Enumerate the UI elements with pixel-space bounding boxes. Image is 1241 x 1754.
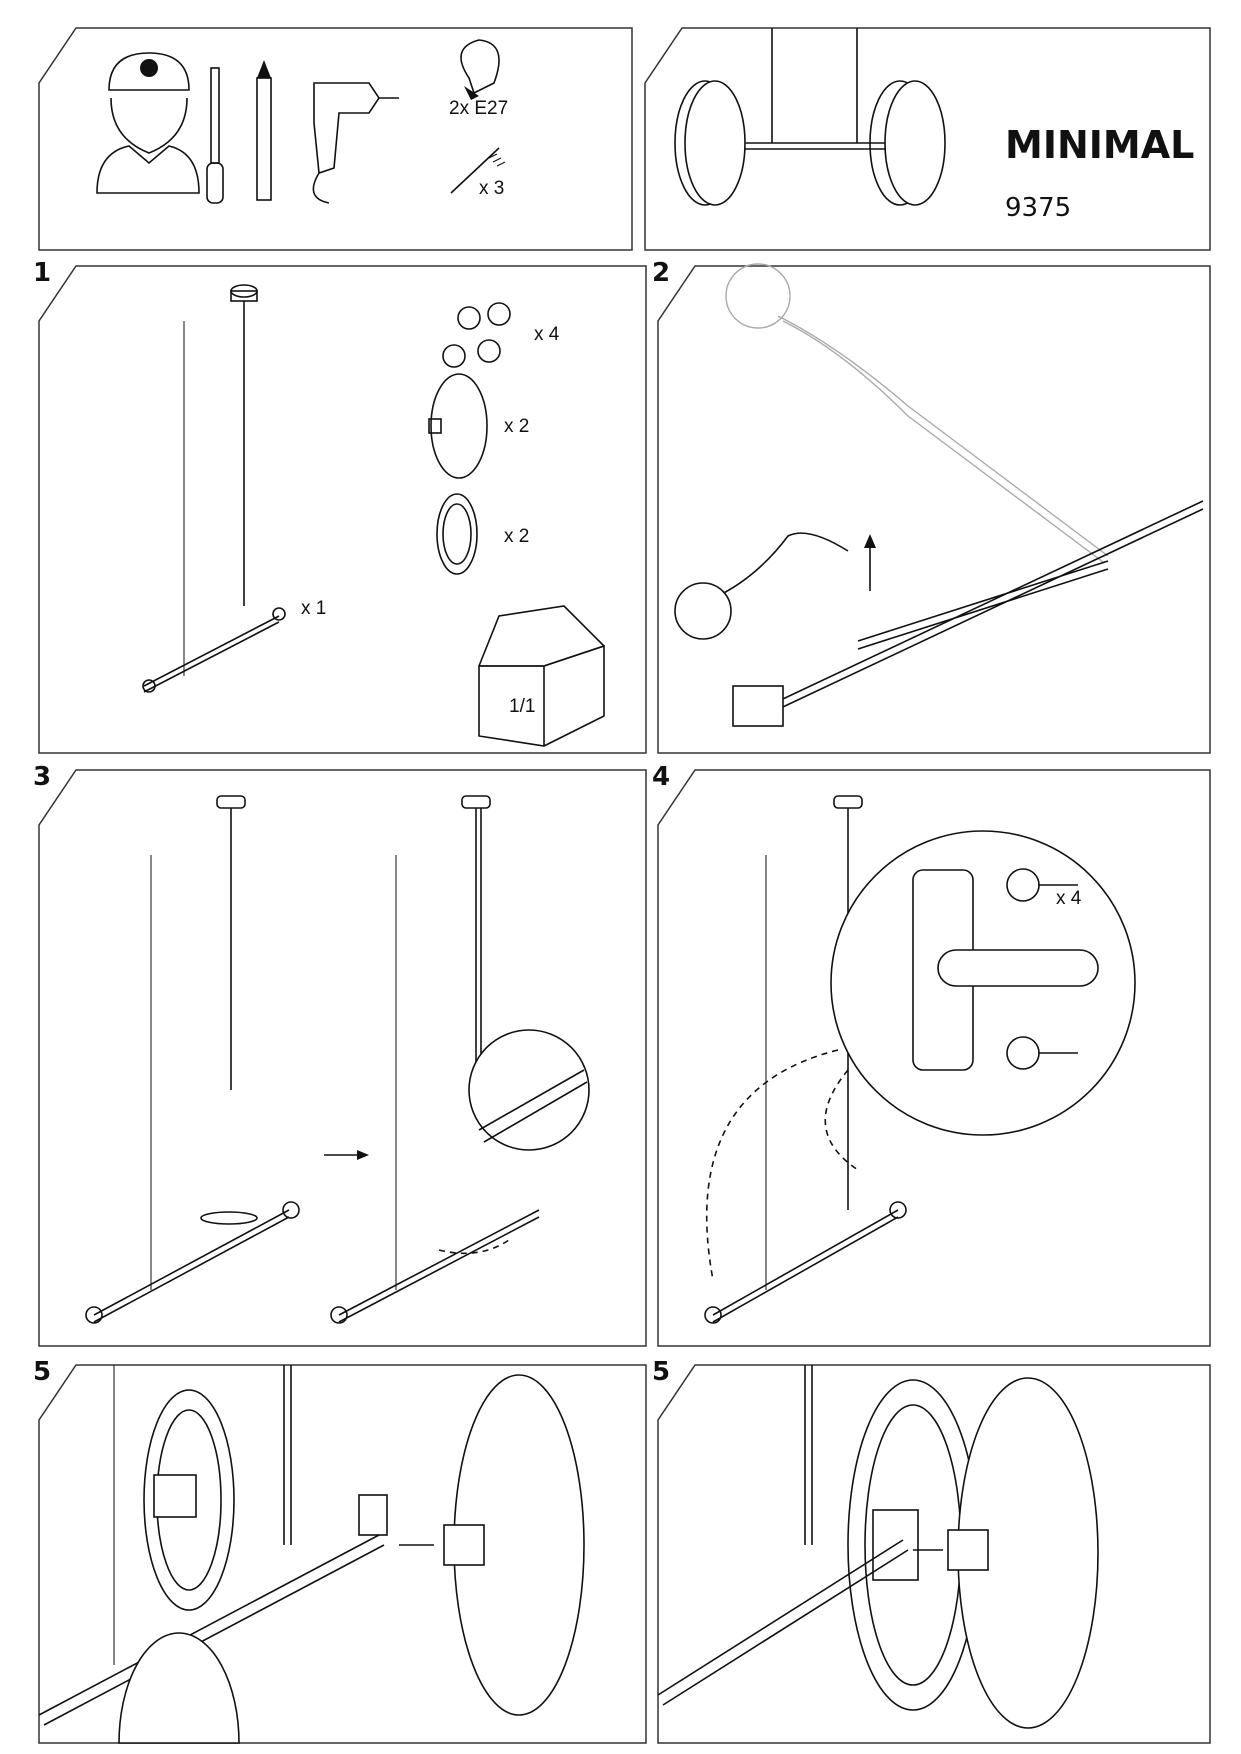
lower-shade xyxy=(118,1632,240,1744)
step-number: 1 xyxy=(33,258,52,288)
fixture-quantity: x 1 xyxy=(301,598,327,619)
step-5a-panel: 5 xyxy=(33,1357,647,1744)
bulb-label: 2x E27 xyxy=(449,98,509,119)
shade-icon xyxy=(428,373,488,479)
step-5b-panel: 5 xyxy=(652,1357,1211,1744)
step-number: 5 xyxy=(33,1357,52,1387)
arrow-right-icon xyxy=(324,1150,369,1160)
step-number: 5 xyxy=(652,1357,671,1387)
pencil-icon xyxy=(256,60,272,201)
product-name: MINIMAL xyxy=(1005,123,1195,167)
step-2-illustration xyxy=(657,263,1211,754)
wall-plug-label: x 3 xyxy=(479,178,505,199)
screws-quantity: x 4 xyxy=(534,324,560,345)
step-5a-illustration xyxy=(38,1364,647,1744)
electrician-icon xyxy=(96,52,200,194)
shades-quantity: x 2 xyxy=(504,416,530,437)
step-2-panel: 2 xyxy=(652,258,1211,754)
step-5b-illustration xyxy=(657,1364,1211,1744)
tools-panel: 2x E27 x 3 xyxy=(38,27,633,251)
box-icon xyxy=(478,605,605,747)
step-number: 2 xyxy=(652,258,671,288)
step-1-panel: 1 x 4 x 2 x 2 x 1 1/1 xyxy=(33,258,647,754)
wall-plug-icon xyxy=(450,147,506,194)
product-panel: MINIMAL 9375 xyxy=(644,27,1211,251)
step-1-illustration xyxy=(38,265,647,754)
product-illustration xyxy=(644,27,1211,251)
step-number: 4 xyxy=(652,762,671,792)
fixture-before xyxy=(85,795,300,1324)
step-4-panel: 4 x 4 xyxy=(652,762,1211,1347)
step-number: 3 xyxy=(33,762,52,792)
fixture-after xyxy=(330,795,590,1324)
box-count: 1/1 xyxy=(509,696,536,717)
rings-quantity: x 2 xyxy=(504,526,530,547)
tools-illustration xyxy=(38,27,633,251)
step-3-illustration xyxy=(38,769,647,1347)
step-3-panel: 3 xyxy=(33,762,647,1347)
step-4-illustration xyxy=(657,769,1211,1347)
ring-icon xyxy=(436,493,478,575)
bulb-icon xyxy=(460,39,500,100)
screws-quantity: x 4 xyxy=(1056,888,1082,909)
screws-icon xyxy=(442,302,511,368)
screwdriver-icon xyxy=(206,67,224,204)
drill-icon xyxy=(312,82,399,204)
product-code: 9375 xyxy=(1005,193,1072,223)
